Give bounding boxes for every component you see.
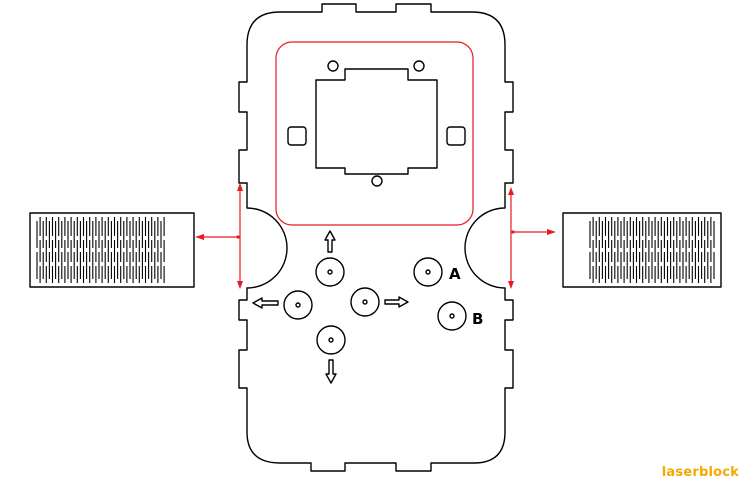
right-fold-indicator (508, 187, 556, 289)
screen-frame-score (275, 41, 474, 226)
right-grip-panel (562, 212, 722, 288)
slot-left (287, 126, 307, 146)
dpad-down-button (316, 325, 346, 355)
b-button-label: B (472, 310, 483, 328)
a-button-label: A (449, 265, 461, 283)
screw-hole-top-right (413, 60, 425, 72)
screw-hole-bottom (371, 175, 383, 187)
dpad-up-button (315, 257, 345, 287)
screen-cutout (315, 68, 438, 175)
slot-right (446, 126, 466, 146)
left-fold-indicator (195, 183, 243, 289)
screw-hole-top-left (327, 60, 339, 72)
console-body-outline (238, 3, 514, 472)
arrow-right-icon (384, 296, 409, 308)
laserblock-logo: laserblock (661, 465, 739, 480)
dpad-left-button (283, 290, 313, 320)
left-grip-panel (29, 212, 195, 288)
arrow-down-icon (325, 359, 337, 384)
a-button (413, 257, 443, 287)
arrow-left-icon (252, 297, 279, 309)
arrow-up-icon (324, 230, 336, 253)
b-button (437, 301, 467, 331)
dpad-right-button (350, 287, 380, 317)
